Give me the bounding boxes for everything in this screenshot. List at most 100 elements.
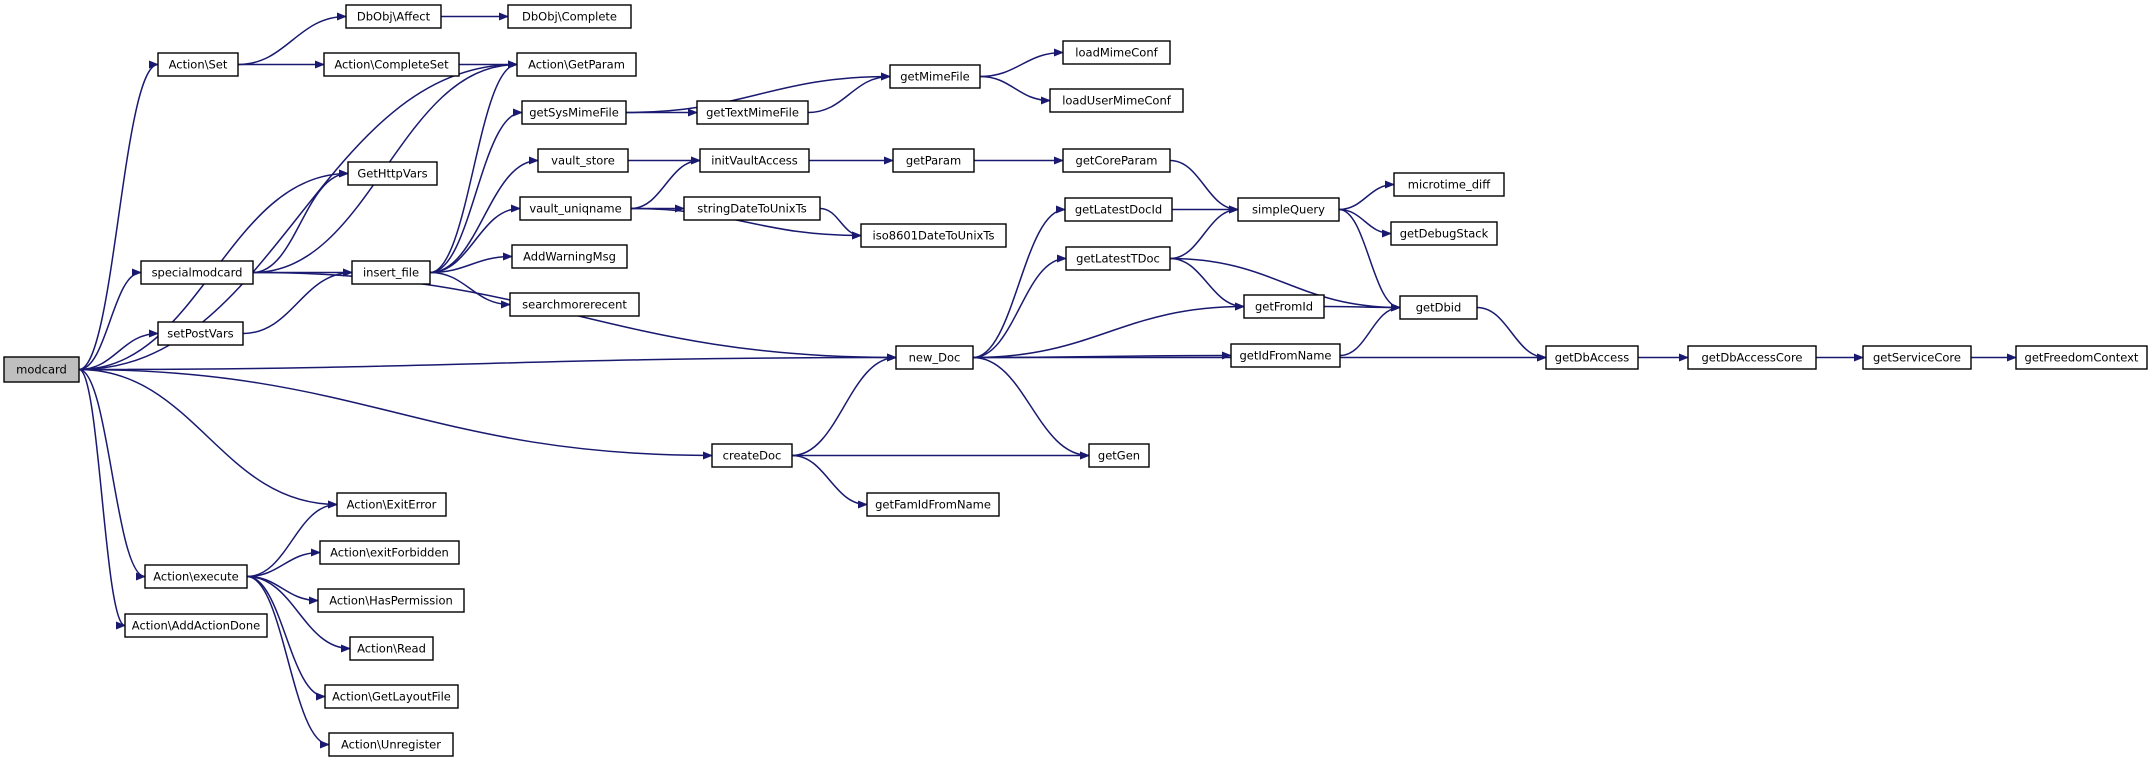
node-specialmodcard[interactable]: specialmodcard	[140, 260, 254, 285]
node-box	[1237, 197, 1340, 222]
node-action-exiterror[interactable]: Action\ExitError	[336, 492, 447, 517]
edge-specialmodcard-to-gethttpvars	[252, 169, 349, 274]
node-dbobj-affect[interactable]: DbObj\Affect	[345, 4, 442, 29]
node-label: insert_file	[363, 266, 419, 280]
node-getcoreparam[interactable]: getCoreParam	[1062, 148, 1171, 173]
node-getlatestdocid[interactable]: getLatestDocId	[1064, 197, 1173, 222]
node-loadmimeconf[interactable]: loadMimeConf	[1062, 40, 1171, 65]
node-getmimefile[interactable]: getMimeFile	[889, 64, 981, 89]
edge-action-execute-to-action-exiterror	[246, 500, 338, 578]
node-label: Action\CompleteSet	[334, 58, 449, 72]
node-label: getCoreParam	[1076, 154, 1158, 168]
node-label: AddWarningMsg	[523, 250, 616, 264]
node-getidfromname[interactable]: getIdFromName	[1230, 343, 1341, 368]
node-simplequery[interactable]: simpleQuery	[1237, 197, 1340, 222]
node-microtime-diff[interactable]: microtime_diff	[1393, 172, 1505, 197]
node-getdbid[interactable]: getDbid	[1399, 295, 1478, 320]
node-initvaultaccess[interactable]: initVaultAccess	[699, 148, 810, 173]
edge-gettextmimefile-to-getmimefile	[807, 72, 891, 114]
node-box	[511, 244, 628, 269]
node-searchmorerecent[interactable]: searchmorerecent	[509, 292, 640, 317]
node-label: initVaultAccess	[711, 154, 798, 168]
node-box	[157, 52, 239, 77]
node-label: new_Doc	[909, 351, 961, 365]
node-label: vault_uniqname	[529, 202, 621, 216]
edge-insert-file-to-getsysmimefile	[429, 108, 523, 274]
node-action-exitforbidden[interactable]: Action\exitForbidden	[319, 540, 460, 565]
node-box	[1062, 40, 1171, 65]
node-getgen[interactable]: getGen	[1088, 443, 1150, 468]
node-box	[3, 356, 80, 383]
node-getfromid[interactable]: getFromId	[1243, 294, 1325, 319]
node-action-execute[interactable]: Action\execute	[144, 564, 248, 589]
node-box	[319, 540, 460, 565]
node-getservicecore[interactable]: getServiceCore	[1862, 345, 1972, 370]
node-box	[1065, 246, 1171, 271]
node-box	[317, 588, 465, 613]
node-box	[1390, 221, 1498, 246]
node-action-addactiondone[interactable]: Action\AddActionDone	[124, 613, 268, 638]
node-action-read[interactable]: Action\Read	[349, 636, 434, 661]
node-action-getlayoutfile[interactable]: Action\GetLayoutFile	[324, 684, 459, 709]
node-label: DbObj\Complete	[522, 10, 617, 24]
node-label: getIdFromName	[1240, 349, 1332, 363]
node-addwarningmsg[interactable]: AddWarningMsg	[511, 244, 628, 269]
edge-modcard-to-action-addactiondone	[78, 368, 126, 630]
node-insert-file[interactable]: insert_file	[351, 260, 431, 285]
node-label: getDbid	[1416, 301, 1462, 315]
node-box	[889, 64, 981, 89]
node-dbobj-complete[interactable]: DbObj\Complete	[507, 4, 632, 29]
edge-getmimefile-to-loadmimeconf	[979, 48, 1064, 78]
edge-simplequery-to-getdebugstack	[1338, 208, 1392, 238]
node-getlatesttdoc[interactable]: getLatestTDoc	[1065, 246, 1171, 271]
node-label: getServiceCore	[1873, 351, 1961, 365]
node-action-set[interactable]: Action\Set	[157, 52, 239, 77]
node-action-unregister[interactable]: Action\Unregister	[328, 732, 454, 757]
node-label: getLatestTDoc	[1076, 252, 1160, 266]
edge-new-doc-to-getlatesttdoc	[972, 254, 1067, 359]
node-box	[1243, 294, 1325, 319]
node-getdebugstack[interactable]: getDebugStack	[1390, 221, 1498, 246]
node-getdbaccesscore[interactable]: getDbAccessCore	[1687, 345, 1817, 370]
node-label: microtime_diff	[1408, 178, 1491, 192]
node-stringdatetounixts[interactable]: stringDateToUnixTs	[683, 196, 821, 221]
node-iso8601datetounixts[interactable]: iso8601DateToUnixTs	[860, 223, 1007, 248]
node-getfamidfromname[interactable]: getFamIdFromName	[866, 492, 1000, 517]
node-box	[521, 100, 627, 125]
edge-modcard-to-action-getparam	[78, 60, 518, 371]
node-gettextmimefile[interactable]: getTextMimeFile	[696, 100, 809, 125]
node-gethttpvars[interactable]: GetHttpVars	[347, 161, 438, 186]
node-label: Action\Unregister	[341, 738, 441, 752]
node-label: Action\AddActionDone	[132, 619, 260, 633]
node-getparam[interactable]: getParam	[892, 148, 975, 173]
node-getfreedomcontext[interactable]: getFreedomContext	[2015, 345, 2148, 370]
node-createdoc[interactable]: createDoc	[711, 443, 793, 468]
node-label: searchmorerecent	[522, 298, 627, 312]
node-getdbaccess[interactable]: getDbAccess	[1545, 345, 1639, 370]
node-action-haspermission[interactable]: Action\HasPermission	[317, 588, 465, 613]
edge-modcard-to-createdoc	[78, 368, 713, 460]
node-box	[507, 4, 632, 29]
node-vault-uniqname[interactable]: vault_uniqname	[519, 196, 632, 221]
edge-new-doc-to-getfromid	[972, 302, 1245, 359]
node-action-getparam[interactable]: Action\GetParam	[516, 52, 637, 77]
node-label: getLatestDocId	[1075, 203, 1162, 217]
node-loadusermimeconf[interactable]: loadUserMimeConf	[1049, 88, 1184, 113]
edge-modcard-to-specialmodcard	[78, 268, 142, 371]
node-box	[345, 4, 442, 29]
edge-action-execute-to-action-exitforbidden	[246, 548, 321, 578]
node-label: Action\exitForbidden	[330, 546, 449, 560]
node-vault-store[interactable]: vault_store	[537, 148, 629, 173]
node-box	[516, 52, 637, 77]
node-new-doc[interactable]: new_Doc	[895, 345, 974, 370]
node-modcard[interactable]: modcard	[3, 356, 80, 383]
node-getsysmimefile[interactable]: getSysMimeFile	[521, 100, 627, 125]
node-setpostvars[interactable]: setPostVars	[157, 321, 244, 346]
node-box	[323, 52, 460, 77]
node-box	[1230, 343, 1341, 368]
edge-createdoc-to-new-doc	[791, 353, 897, 457]
node-label: getFreedomContext	[2025, 351, 2139, 365]
edge-createdoc-to-getfamidfromname	[791, 454, 868, 509]
node-action-completeset[interactable]: Action\CompleteSet	[323, 52, 460, 77]
node-box	[892, 148, 975, 173]
